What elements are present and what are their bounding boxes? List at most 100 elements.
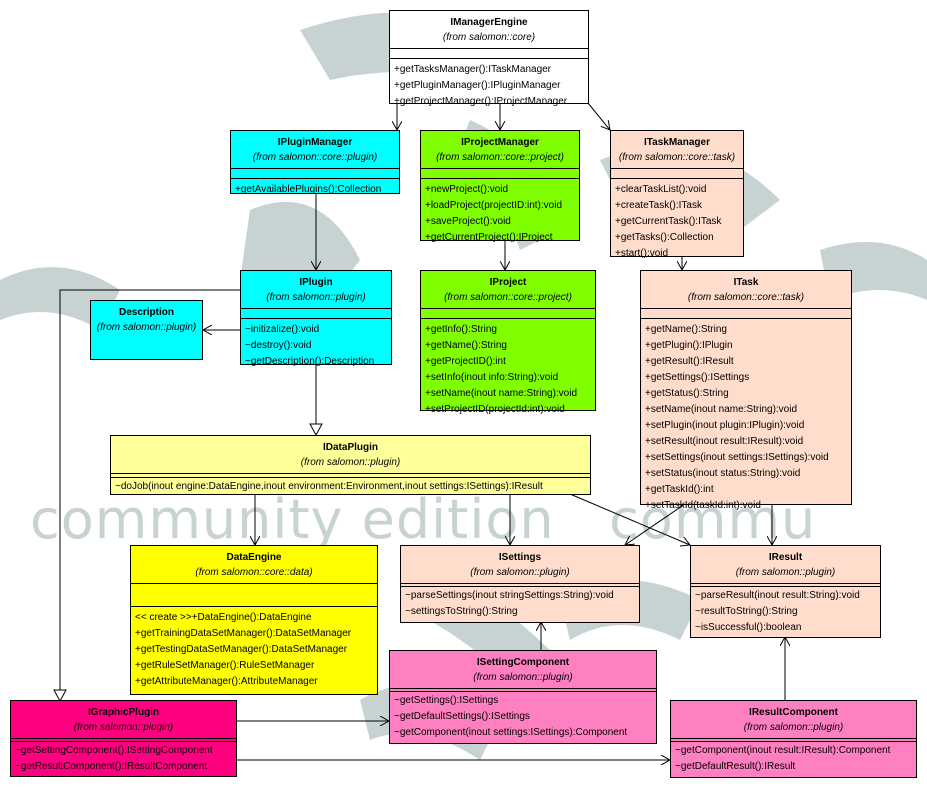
package-label: (from salomon::core::project) [444, 292, 572, 303]
operation: ~getDefaultResult():IResult [675, 761, 796, 772]
operation: ~getResultComponent():IResultComponent [15, 761, 208, 772]
operations-section: +getAvailablePlugins():Collection [231, 179, 399, 198]
operation: +newProject():void [425, 184, 509, 195]
attributes-section [111, 474, 590, 478]
attributes-section [401, 584, 639, 587]
operation: +setName(inout name:String):void [425, 388, 578, 399]
class-iprojectmanager[interactable]: IProjectManager(from salomon::core::proj… [420, 130, 580, 243]
class-name: ISettingComponent [476, 657, 570, 668]
operation: ~getDescription():Description [245, 356, 375, 367]
operation: ~parseSettings(inout stringSettings:Stri… [405, 590, 614, 601]
class-name: IResultComponent [749, 707, 838, 718]
operation: +saveProject():void [425, 216, 511, 227]
package-label: (from salomon::plugin) [300, 457, 401, 468]
operation: +getCurrentProject():IProject [425, 232, 553, 243]
class-ipluginmanager[interactable]: IPluginManager(from salomon::core::plugi… [230, 130, 400, 195]
package-label: (from salomon::plugin) [96, 322, 197, 333]
class-itaskmanager[interactable]: ITaskManager(from salomon::core::task) +… [610, 130, 744, 259]
class-name: IProject [489, 277, 527, 288]
package-label: (from salomon::core::task) [618, 152, 736, 163]
operation: ~doJob(inout engine:DataEngine,inout env… [115, 481, 543, 492]
operation: ~getDefaultSettings():ISettings [394, 711, 530, 722]
operation: +setTaskId(taskId:int):void [645, 500, 761, 511]
package-label: (from salomon::core::project) [436, 152, 564, 163]
attributes-section [390, 49, 588, 59]
class-iproject[interactable]: IProject(from salomon::core::project) +g… [420, 270, 596, 415]
operation: +getPluginManager():IPluginManager [394, 80, 561, 91]
class-name: ITask [733, 277, 759, 288]
operation: +getTasks():Collection [615, 232, 714, 243]
operations-section: ~getComponent(inout result:IResult):Comp… [671, 742, 916, 775]
operation: ~resultToString():String [695, 606, 798, 617]
attributes-section [641, 309, 851, 319]
class-dataengine[interactable]: DataEngine(from salomon::core::data) << … [130, 545, 378, 695]
class-description[interactable]: Description(from salomon::plugin) [90, 300, 203, 360]
package-label: (from salomon::plugin) [266, 292, 366, 303]
operations-section: ~getSettingComponent():ISettingComponent… [11, 742, 236, 775]
operation: +getCurrentTask():ITask [615, 216, 722, 227]
operation: +getAvailablePlugins():Collection [235, 184, 382, 195]
operation: ~getComponent(inout settings:ISettings):… [394, 727, 628, 738]
package-label: (from salomon::plugin) [73, 722, 174, 733]
operation: +getSettings():ISettings [645, 372, 750, 383]
class-idataplugin[interactable]: IDataPlugin(from salomon::plugin) ~doJob… [110, 435, 591, 495]
class-igraphicplugin[interactable]: IGraphicPlugin(from salomon::plugin) ~ge… [10, 700, 237, 777]
attributes-section [611, 169, 743, 179]
class-itask[interactable]: ITask(from salomon::core::task) +getName… [640, 270, 852, 511]
operation: +getPlugin():IPlugin [645, 340, 733, 351]
attributes-section [241, 309, 391, 319]
class-isettings[interactable]: ISettings(from salomon::plugin) ~parseSe… [400, 545, 640, 623]
operation: +clearTaskList():void [615, 184, 707, 195]
class-isettingcomponent[interactable]: ISettingComponent(from salomon::plugin) … [389, 650, 657, 744]
class-iplugin[interactable]: IPlugin(from salomon::plugin) ~initizali… [240, 270, 392, 367]
operation: +getTaskId():int [645, 484, 714, 495]
operation: +getName():String [645, 324, 727, 335]
package-label: (from salomon::plugin) [473, 672, 573, 683]
operation: +getProjectID():int [425, 356, 506, 367]
attributes-section [421, 169, 579, 179]
operation: +loadProject(projectID:int):void [425, 200, 563, 211]
package-label: (from salomon::plugin) [735, 567, 836, 578]
operations-section: +newProject():void +loadProject(projectI… [421, 179, 579, 246]
package-label: (from salomon::plugin) [470, 567, 570, 578]
operation: ~parseResult(inout result:String):void [695, 590, 860, 601]
operations-section: ~parseSettings(inout stringSettings:Stri… [401, 587, 639, 620]
operation: +getName():String [425, 340, 507, 351]
operation: +getRuleSetManager():RuleSetManager [135, 660, 315, 671]
operation: ~isSuccessful():boolean [695, 622, 802, 633]
operations-section: +getTasksManager():ITaskManager +getPlug… [390, 59, 588, 110]
operations-section: +getName():String +getPlugin():IPlugin +… [641, 319, 851, 514]
operation: << create >>+DataEngine():DataEngine [135, 612, 312, 623]
operation: +getAttributeManager():AttributeManager [135, 676, 318, 687]
package-label: (from salomon::core::plugin) [252, 152, 378, 163]
attributes-section [11, 739, 236, 742]
operation: ~initizalize():void [245, 324, 320, 335]
class-name: IManagerEngine [450, 17, 528, 28]
operation: ~settingsToString():String [405, 606, 518, 617]
attributes-section [390, 689, 656, 692]
attributes-section [421, 309, 595, 319]
class-iresult[interactable]: IResult(from salomon::plugin) ~parseResu… [690, 545, 881, 638]
operation: +createTask():ITask [615, 200, 702, 211]
operation: +setInfo(inout info:String):void [425, 372, 559, 383]
operation: +setProjectID(projectId:int):void [425, 404, 565, 415]
attributes-section [671, 739, 916, 742]
operation: +getResult():IResult [645, 356, 734, 367]
attributes-section [131, 584, 377, 607]
class-iresultcomponent[interactable]: IResultComponent(from salomon::plugin) ~… [670, 700, 917, 778]
attributes-section [231, 169, 399, 179]
operations-section: ~initizalize():void ~destroy():void ~get… [241, 319, 391, 370]
class-name: IDataPlugin [322, 442, 378, 453]
class-name: IPluginManager [277, 137, 353, 148]
package-label: (from salomon::core::data) [195, 567, 313, 578]
operation: ~getComponent(inout result:IResult):Comp… [675, 745, 891, 756]
operation: +getTasksManager():ITaskManager [394, 64, 552, 75]
operation: +getProjectManager():IProjectManager [394, 96, 568, 107]
class-name: Description [118, 307, 174, 318]
operation: +start():void [615, 248, 669, 259]
operation: +getInfo():String [425, 324, 497, 335]
operations-section: +getInfo():String +getName():String +get… [421, 319, 595, 418]
operations-section: ~parseResult(inout result:String):void ~… [691, 587, 880, 636]
operations-section: ~getSettings():ISettings ~getDefaultSett… [390, 692, 656, 741]
class-imanagerengine[interactable]: IManagerEngine(from salomon::core) +getT… [389, 10, 589, 107]
